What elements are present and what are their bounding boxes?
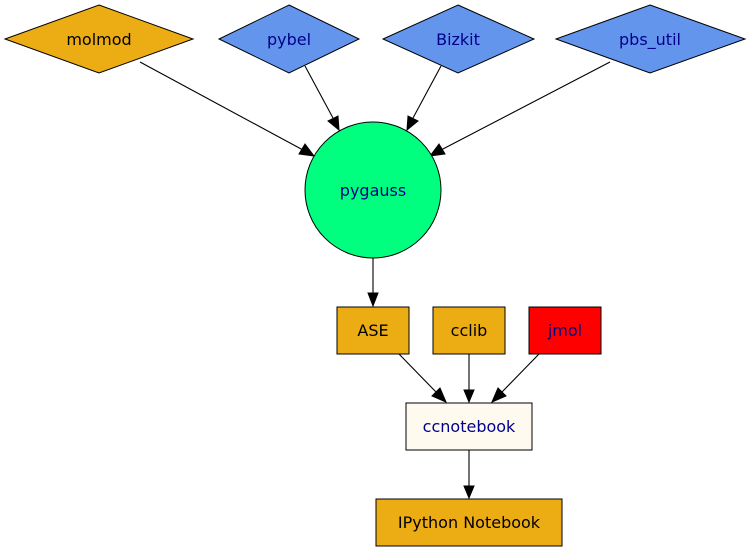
edge-ase-ccnotebook bbox=[398, 353, 447, 403]
edge-bizkit-pygauss bbox=[406, 65, 442, 132]
node-label-ccnotebook: ccnotebook bbox=[423, 417, 516, 436]
node-label-cclib: cclib bbox=[451, 321, 488, 340]
edge-pygauss-ase bbox=[367, 258, 379, 308]
node-label-ase: ASE bbox=[357, 321, 388, 340]
edge-ccnotebook-ipython bbox=[463, 450, 475, 500]
node-cclib: cclib bbox=[432, 306, 506, 355]
node-label-pbs-util: pbs_util bbox=[619, 30, 681, 50]
node-pygauss: pygauss bbox=[304, 121, 442, 259]
node-jmol: jmol bbox=[528, 306, 602, 355]
node-ipython-notebook: IPython Notebook bbox=[375, 498, 563, 547]
edge-jmol-ccnotebook bbox=[491, 353, 540, 403]
node-label-bizkit: Bizkit bbox=[436, 30, 480, 49]
node-label-jmol: jmol bbox=[547, 321, 582, 340]
edge-pybel-pygauss bbox=[304, 65, 340, 132]
edge-pbs-util-pygauss bbox=[428, 61, 611, 157]
node-pybel: pybel bbox=[217, 4, 361, 74]
node-ccnotebook: ccnotebook bbox=[405, 402, 533, 451]
node-molmod: molmod bbox=[3, 4, 195, 74]
node-label-pygauss: pygauss bbox=[340, 181, 406, 200]
node-label-molmod: molmod bbox=[66, 30, 131, 49]
node-pbs-util: pbs_util bbox=[554, 4, 747, 74]
node-label-ipython-notebook: IPython Notebook bbox=[398, 513, 541, 532]
edge-cclib-ccnotebook bbox=[463, 354, 475, 404]
edge-molmod-pygauss bbox=[139, 61, 316, 157]
edges bbox=[139, 61, 611, 500]
node-bizkit: Bizkit bbox=[381, 4, 536, 74]
node-label-pybel: pybel bbox=[267, 30, 311, 49]
node-ase: ASE bbox=[336, 306, 410, 355]
